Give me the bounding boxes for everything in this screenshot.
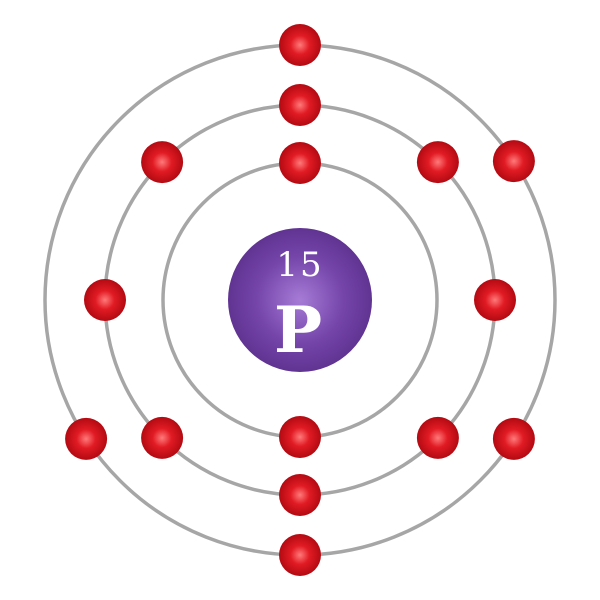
electron-shell-2-4 (416, 416, 459, 459)
electron-shell-2-5 (279, 474, 321, 516)
electron-shell-2-1 (279, 84, 321, 126)
electron-shell-1-1 (279, 142, 321, 184)
nucleus-circle (228, 228, 372, 372)
electron-shell-3-5 (65, 417, 108, 460)
electrons (65, 24, 535, 576)
electron-shell-3-2 (492, 140, 535, 183)
electron-shell-2-6 (141, 416, 184, 459)
electron-shell-2-8 (141, 141, 184, 184)
electron-shell-2-7 (84, 279, 126, 321)
element-symbol: P (274, 293, 322, 368)
electron-shell-3-3 (492, 417, 535, 460)
electron-shell-1-2 (279, 416, 321, 458)
electron-shell-3-4 (279, 534, 321, 576)
electron-shell-2-2 (416, 141, 459, 184)
nucleus: 15 P (228, 228, 372, 372)
electron-shell-3-1 (279, 24, 321, 66)
electron-shell-2-3 (474, 279, 516, 321)
atomic-number: 15 (276, 245, 323, 285)
